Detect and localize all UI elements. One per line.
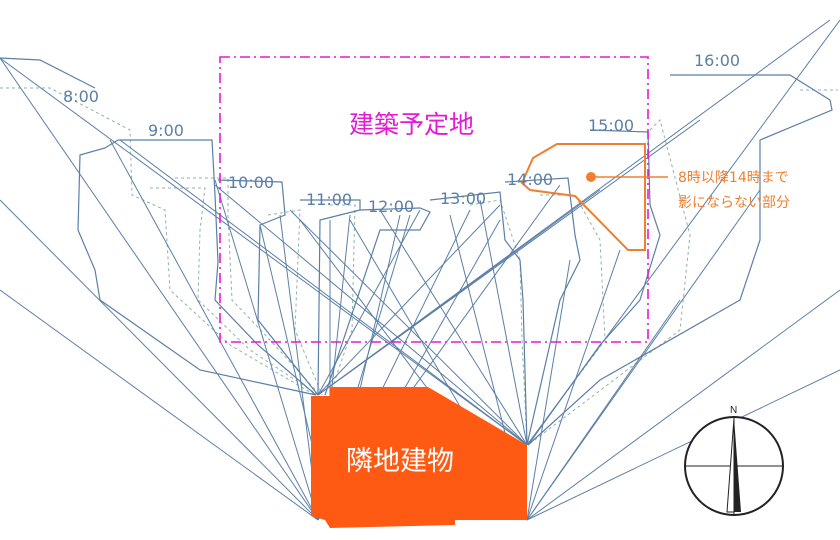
- sun-line: [526, 369, 840, 521]
- shadow-outline-0830: [0, 87, 316, 396]
- sun-line: [526, 289, 840, 521]
- sun-line: [214, 179, 319, 521]
- hour-label-1300: 13:00: [440, 189, 486, 208]
- note-line-2: 影にならない部分: [678, 195, 790, 211]
- neighbor-building-label: 隣地建物: [346, 446, 454, 477]
- neighbor-building: [311, 387, 527, 528]
- hour-labels: 8:00 9:00 10:00 11:00 12:00 13:00 14:00 …: [63, 51, 740, 216]
- north-compass: N: [684, 405, 784, 516]
- note-line-1: 8時以降14時まで: [678, 170, 789, 186]
- shadow-outline-1330: [469, 199, 528, 446]
- site-label: 建築予定地: [349, 110, 474, 139]
- sun-line: [526, 259, 571, 521]
- hour-label-1000: 10:00: [228, 173, 274, 192]
- shadow-outline-0930: [150, 187, 319, 396]
- shadow-outline-0900: [118, 139, 317, 396]
- sun-line: [0, 57, 528, 446]
- sun-line: [0, 199, 319, 521]
- shadow-outline-1000: [217, 179, 319, 396]
- shadow-outline-1400: [504, 177, 581, 446]
- hour-label-1500: 15:00: [588, 116, 634, 135]
- shadow-outline-1600: [527, 74, 833, 446]
- sun-direction-lines: [0, 19, 840, 521]
- sun-line: [0, 289, 319, 521]
- hour-label-1100: 11:00: [306, 190, 352, 209]
- north-label: N: [730, 405, 737, 416]
- site-boundary: [219, 56, 649, 343]
- sun-line: [109, 139, 319, 521]
- sun-line: [379, 209, 528, 446]
- hour-label-0900: 9:00: [148, 121, 184, 140]
- sun-line: [0, 57, 319, 521]
- hour-label-1400: 14:00: [507, 170, 553, 189]
- sun-line: [317, 204, 501, 396]
- sun-line: [119, 139, 528, 446]
- shadow-outline-1530: [527, 119, 691, 446]
- shadow-outline-1130: [267, 209, 323, 396]
- unshaded-area: [520, 143, 646, 251]
- sun-line: [214, 184, 528, 446]
- shadow-outline-1230: [329, 204, 356, 396]
- shadow-outline-0900-left: [77, 139, 317, 396]
- sun-line: [526, 19, 840, 446]
- shadow-outline-1200: [324, 207, 431, 396]
- sun-line: [526, 249, 621, 521]
- hour-label-1200: 12:00: [368, 197, 414, 216]
- sun-line: [317, 209, 421, 396]
- sun-line: [526, 299, 681, 521]
- shadow-outline-1030: [175, 177, 321, 396]
- hour-label-1600: 16:00: [694, 51, 740, 70]
- shadow-outline-0800: [0, 57, 96, 89]
- hour-label-0800: 8:00: [63, 87, 99, 106]
